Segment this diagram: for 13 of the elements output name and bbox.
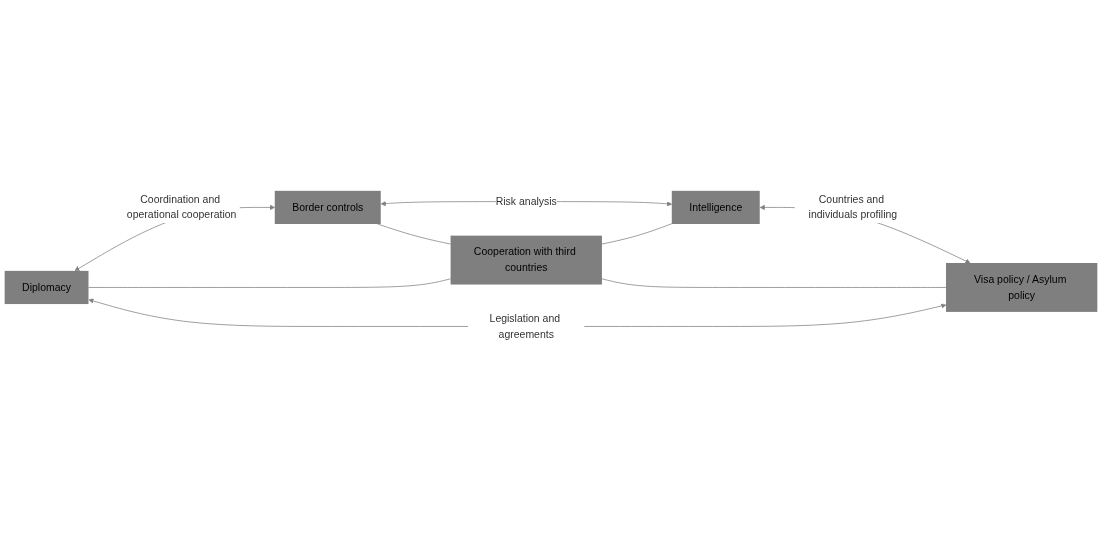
node-box: Intelligence [671, 190, 760, 224]
node-box: Visa policy / Asylum policy [946, 263, 1098, 312]
edge-label: Legislation and agreements [489, 312, 561, 340]
node-box: Cooperation with third countries [450, 235, 602, 285]
node-box: Border controls [274, 190, 381, 224]
edge-label: Risk analysis [495, 195, 557, 208]
edge-label: Coordination and operational cooperation [126, 193, 237, 221]
connector [377, 223, 451, 245]
connector [601, 278, 947, 288]
connector [601, 223, 673, 245]
edge-label: Countries and individuals profiling [808, 193, 898, 221]
connector [88, 278, 451, 288]
node-box: Diplomacy [4, 270, 89, 305]
